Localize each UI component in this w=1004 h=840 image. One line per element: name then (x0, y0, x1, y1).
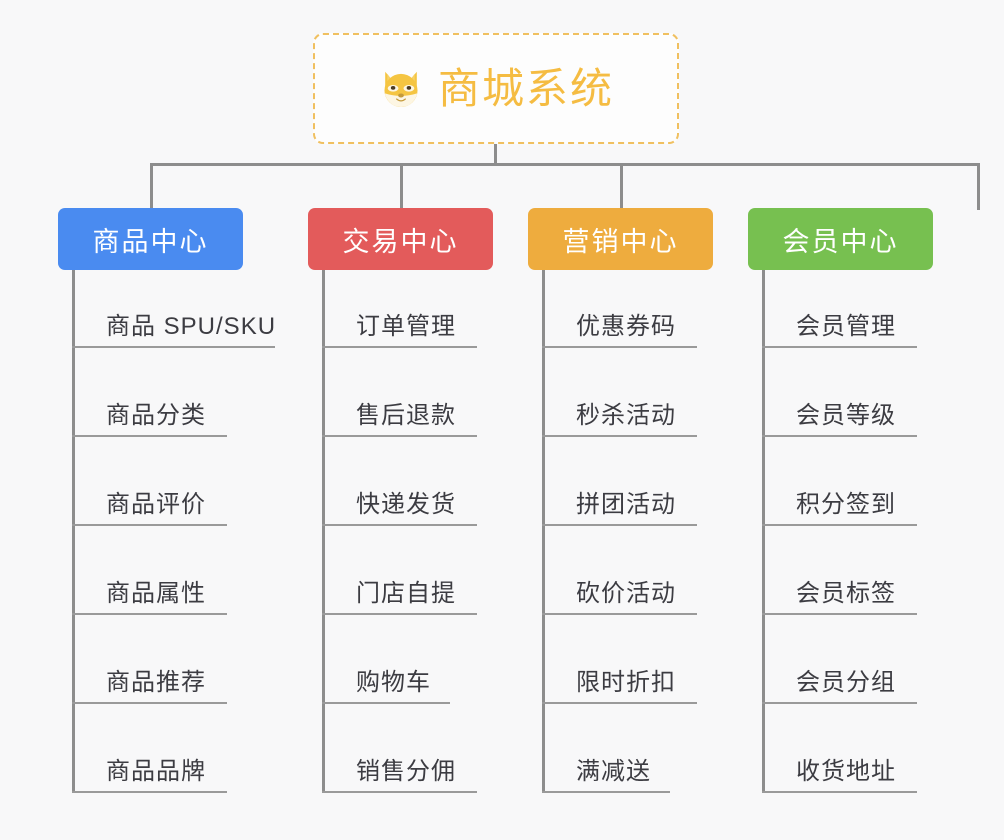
leaf-item-label: 秒杀活动 (576, 402, 676, 429)
leaf-item-underline (72, 613, 227, 615)
leaf-item-label: 会员分组 (796, 669, 896, 696)
leaf-item-underline (762, 346, 917, 348)
leaf-item-underline (322, 702, 450, 704)
leaf-item-label: 商品评价 (106, 491, 206, 518)
leaf-spine (322, 270, 325, 793)
leaf-item-underline (542, 435, 697, 437)
leaf-item-underline (72, 346, 275, 348)
connector-drop-1 (150, 163, 153, 210)
leaf-item-underline (762, 702, 917, 704)
root-title: 商城系统 (437, 64, 614, 112)
leaf-item-label: 商品分类 (106, 402, 206, 429)
leaf-spine (542, 270, 545, 793)
leaf-item-underline (72, 524, 227, 526)
leaf-item-label: 会员管理 (796, 313, 896, 340)
leaf-item-label: 会员标签 (796, 580, 896, 607)
leaf-item-underline (72, 435, 227, 437)
leaf-item-underline (762, 435, 917, 437)
leaf-item-underline (72, 791, 227, 793)
leaf-item-label: 门店自提 (356, 580, 456, 607)
shiba-dog-face-icon (378, 66, 424, 112)
connector-root-stem (494, 144, 497, 166)
leaf-item-underline (322, 346, 477, 348)
branch-header-2[interactable]: 营销中心 (528, 208, 713, 270)
leaf-item-label: 拼团活动 (576, 491, 676, 518)
leaf-item-underline (542, 791, 670, 793)
leaf-item-underline (72, 702, 227, 704)
leaf-item-label: 购物车 (356, 669, 431, 696)
branch-header-label: 营销中心 (562, 226, 679, 257)
leaf-item-label: 商品品牌 (106, 758, 206, 785)
leaf-item-underline (762, 791, 917, 793)
leaf-spine (762, 270, 765, 793)
leaf-item-underline (322, 524, 477, 526)
connector-drop-3 (620, 163, 623, 210)
leaf-item-underline (322, 613, 477, 615)
leaf-item-label: 砍价活动 (576, 580, 676, 607)
leaf-item-label: 会员等级 (796, 402, 896, 429)
branch-header-0[interactable]: 商品中心 (58, 208, 243, 270)
leaf-item-underline (542, 613, 697, 615)
leaf-item-underline (762, 613, 917, 615)
leaf-item-label: 优惠券码 (576, 313, 676, 340)
leaf-item-underline (322, 435, 477, 437)
leaf-item-label: 商品 SPU/SKU (106, 313, 277, 340)
leaf-item-label: 订单管理 (356, 313, 456, 340)
branch-header-label: 会员中心 (782, 226, 899, 257)
connector-horizontal-bus (150, 163, 980, 166)
leaf-item-underline (762, 524, 917, 526)
branch-header-label: 商品中心 (92, 226, 209, 257)
leaf-item-label: 商品属性 (106, 580, 206, 607)
leaf-item-label: 商品推荐 (106, 669, 206, 696)
branch-header-1[interactable]: 交易中心 (308, 208, 493, 270)
connector-drop-4 (977, 163, 980, 210)
leaf-item-label: 快递发货 (356, 491, 456, 518)
root-node[interactable]: 商城系统 (313, 33, 679, 144)
leaf-item-label: 限时折扣 (576, 669, 676, 696)
leaf-item-label: 售后退款 (356, 402, 456, 429)
leaf-item-underline (542, 346, 697, 348)
leaf-item-label: 满减送 (576, 758, 651, 785)
branch-header-label: 交易中心 (342, 226, 459, 257)
leaf-item-label: 收货地址 (796, 758, 896, 785)
leaf-item-label: 销售分佣 (356, 758, 456, 785)
leaf-item-underline (322, 791, 477, 793)
leaf-item-label: 积分签到 (796, 491, 896, 518)
leaf-item-underline (542, 524, 697, 526)
leaf-spine (72, 270, 75, 793)
connector-drop-2 (400, 163, 403, 210)
branch-header-3[interactable]: 会员中心 (748, 208, 933, 270)
leaf-item-underline (542, 702, 697, 704)
